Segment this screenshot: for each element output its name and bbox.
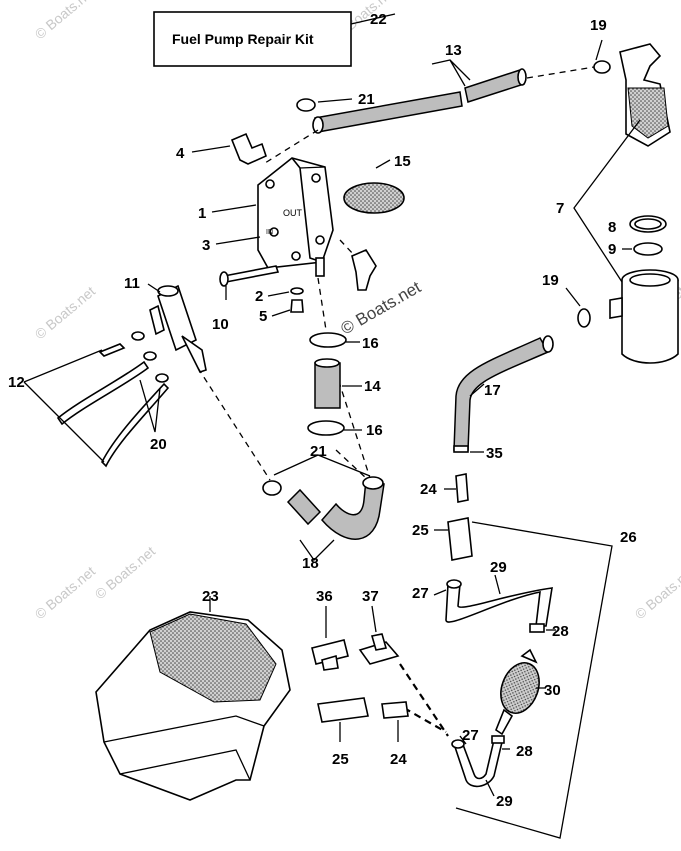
elbow-fitting (339, 239, 377, 291)
callout-12: 12 (8, 374, 25, 391)
hose-29-lower (451, 735, 510, 797)
primer-bulb-30 (495, 648, 546, 736)
pump-in-mark: IN (266, 229, 273, 236)
callout-10: 10 (212, 316, 229, 333)
callout-17: 17 (484, 382, 501, 399)
callout-37: 37 (362, 588, 379, 605)
watermark-text: © Boats.net (632, 563, 681, 622)
callout-5: 5 (259, 308, 267, 325)
callout-7: 7 (556, 200, 564, 217)
connector-37 (358, 605, 400, 665)
callout-16a: 16 (362, 335, 379, 352)
callout-25a: 25 (412, 522, 429, 539)
callout-28a: 28 (552, 623, 569, 640)
elbow-hose-18 (262, 454, 385, 562)
filter-bowl-7 (573, 119, 679, 364)
callout-24b: 24 (390, 751, 407, 768)
filter-screen-15 (343, 159, 405, 214)
pump-out-mark: OUT (283, 208, 303, 218)
connector-36 (311, 606, 349, 671)
callout-11: 11 (124, 275, 140, 292)
watermark-text: © Boats.net (32, 0, 99, 42)
callout-9: 9 (608, 241, 616, 258)
o-ring-8 (629, 215, 667, 233)
callout-8: 8 (608, 219, 616, 236)
callout-2: 2 (255, 288, 263, 305)
callout-24a: 24 (420, 481, 437, 498)
callout-23: 23 (202, 588, 219, 605)
center-watermark: © Boats.net (338, 277, 425, 338)
o-ring-2 (267, 287, 304, 297)
connector-24-upper (444, 473, 469, 503)
callout-30: 30 (544, 682, 561, 699)
callout-27b: 27 (462, 727, 479, 744)
callout-26: 26 (620, 529, 637, 546)
o-ring-9 (622, 242, 663, 256)
callout-25b: 25 (332, 751, 349, 768)
clamp-21-top (264, 98, 353, 164)
callout-22: 22 (370, 11, 387, 28)
fuel-tank-23 (95, 596, 291, 801)
connector-24-lower (381, 701, 409, 742)
inline-filter-14 (314, 358, 362, 409)
clamp-16-lower (307, 420, 362, 436)
callout-1: 1 (198, 205, 206, 222)
callout-4: 4 (176, 145, 185, 162)
hose-17 (453, 335, 554, 453)
callout-14: 14 (364, 378, 381, 395)
callout-3: 3 (202, 237, 210, 254)
kit-title: Fuel Pump Repair Kit (172, 31, 314, 47)
hose-13 (312, 59, 595, 134)
watermark-text: © Boats.net (32, 563, 99, 622)
callout-29b: 29 (496, 793, 513, 810)
callout-28b: 28 (516, 743, 533, 760)
check-valve-lines-12 (23, 331, 170, 468)
filter-bowl-top-7 (593, 39, 671, 147)
callout-19: 19 (590, 17, 607, 34)
callout-21: 21 (358, 91, 375, 108)
watermark-text: © Boats.net (32, 283, 99, 342)
callout-16b: 16 (366, 422, 383, 439)
callout-13: 13 (445, 42, 462, 59)
watermark-text: © Boats.net (92, 543, 159, 602)
callout-20: 20 (150, 436, 167, 453)
clamp-16-upper (309, 332, 360, 348)
fuel-pump-assembly: OUT IN (211, 157, 334, 277)
connector-25-lower (317, 697, 369, 742)
callout-15: 15 (394, 153, 411, 170)
callout-36: 36 (316, 588, 333, 605)
plug-5 (271, 299, 304, 317)
hose-29-upper (433, 574, 556, 633)
callout-19b: 19 (542, 272, 559, 289)
connector-25-upper (434, 517, 473, 561)
screw-10 (219, 265, 280, 300)
fitting-11 (147, 283, 271, 481)
bracket-26 (455, 521, 613, 839)
callout-35: 35 (486, 445, 503, 462)
clamp-19-lower (565, 287, 591, 328)
callout-18: 18 (302, 555, 319, 572)
callout-29a: 29 (490, 559, 507, 576)
callout-21b: 21 (310, 443, 327, 460)
callout-labels: 22 19 13 21 4 15 1 7 8 3 9 11 19 2 5 10 … (8, 11, 637, 810)
repair-kit-box: Fuel Pump Repair Kit (153, 11, 396, 67)
callout-27a: 27 (412, 585, 429, 602)
fitting-4 (191, 132, 267, 165)
